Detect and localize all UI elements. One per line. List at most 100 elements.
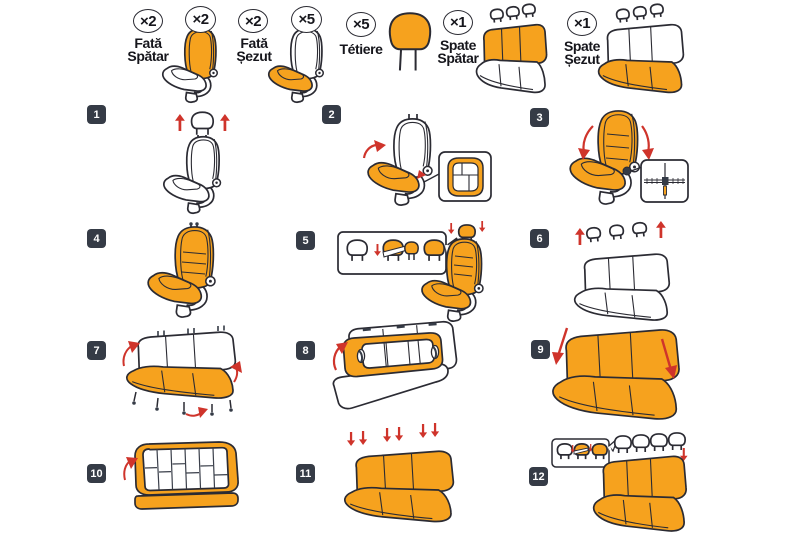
step-11-illustration xyxy=(343,423,455,523)
red-curved-arrow xyxy=(364,145,376,158)
front-seat-illustration xyxy=(268,28,324,103)
qty-text: ×5 xyxy=(352,16,370,33)
label-line: Fată xyxy=(240,35,268,51)
strap-hook-dots xyxy=(132,401,233,416)
rear-bench-illustration xyxy=(125,330,237,400)
step-12-illustration xyxy=(550,432,688,533)
step-3-illustration xyxy=(569,110,694,205)
step-5-illustration xyxy=(336,221,486,322)
step-number: 3 xyxy=(536,111,543,124)
step-7-illustration xyxy=(122,325,242,418)
red-up-arrow-icon xyxy=(220,114,230,131)
white-headrest-group xyxy=(615,3,665,24)
front-seat-illustration xyxy=(163,136,222,214)
legend-qty-badge-spate-spatar: ×1 xyxy=(443,10,473,35)
legend-qty-badge-fata-spatar: ×2 xyxy=(133,9,163,33)
cushion-straps xyxy=(134,392,231,412)
red-down-arrow-icon xyxy=(395,427,404,441)
step-number: 2 xyxy=(328,108,335,121)
headrest-back-view xyxy=(405,242,418,260)
rear-bench-illustration xyxy=(573,253,671,322)
step-4-badge: 4 xyxy=(87,229,106,248)
qty-text: ×1 xyxy=(573,15,591,32)
label-line: Spate xyxy=(439,37,477,53)
red-up-arrow-icon xyxy=(575,228,585,245)
headrest-icon xyxy=(649,433,668,452)
seat-count-badge-1: ×2 xyxy=(185,6,216,33)
step-6-illustration xyxy=(573,221,671,322)
legend-qty-badge-tetiere: ×5 xyxy=(346,12,376,37)
step-number: 4 xyxy=(93,232,100,245)
step-number: 8 xyxy=(302,344,309,357)
headrest-cover-illustration xyxy=(388,12,432,72)
headrest-icon xyxy=(505,5,521,22)
step-8-badge: 8 xyxy=(296,341,315,360)
rear-bench-illustration xyxy=(475,23,548,94)
strap-lines xyxy=(145,448,228,490)
headrest-icon xyxy=(608,223,625,241)
step-5-badge: 5 xyxy=(296,231,315,250)
red-down-arrow-icon xyxy=(479,221,486,232)
seat-count-badge-2: ×5 xyxy=(291,6,322,33)
step-12-badge: 12 xyxy=(529,467,548,486)
red-arrow-left xyxy=(558,328,567,356)
step-1-illustration xyxy=(163,111,230,214)
step-number: 6 xyxy=(536,232,543,245)
headrest-icon xyxy=(613,435,632,454)
headrest-icon xyxy=(489,8,505,24)
step-number: 7 xyxy=(93,344,100,357)
headrest-icon xyxy=(585,226,602,244)
rear-bench-illustration xyxy=(343,449,455,523)
label-line: Fată xyxy=(134,35,162,51)
rear-headrests xyxy=(613,432,686,454)
red-up-arrow-icon xyxy=(175,114,185,131)
front-seat-illustration xyxy=(147,226,216,318)
step-number: 5 xyxy=(302,234,309,247)
backrest-rear-view xyxy=(135,442,238,509)
front-seat-illustration xyxy=(162,28,218,103)
headrest-icon xyxy=(631,221,648,239)
step-9-badge: 9 xyxy=(531,340,550,359)
white-headrest-group xyxy=(489,3,537,24)
legend-qty-badge-spate-sezut: ×1 xyxy=(567,11,597,36)
headrest-icon xyxy=(190,111,215,136)
front-seat-illustration xyxy=(569,110,641,205)
label-line: Spate xyxy=(563,38,601,54)
legend-qty-badge-fata-sezut: ×2 xyxy=(238,9,268,33)
red-down-arrow-icon xyxy=(383,428,392,442)
red-arrows-down xyxy=(347,423,440,446)
step-4-illustration xyxy=(147,222,216,318)
step-number: 12 xyxy=(532,470,545,483)
headrest-cover-callout-box xyxy=(338,232,457,274)
step-number: 1 xyxy=(93,108,100,121)
step-7-badge: 7 xyxy=(87,341,106,360)
step-8-illustration xyxy=(326,322,476,417)
label-line: Șezut xyxy=(236,47,272,64)
step-10-illustration xyxy=(124,440,248,510)
red-up-arrow-icon xyxy=(656,221,666,238)
step-9-illustration xyxy=(551,326,681,421)
headrest-icon xyxy=(615,8,631,24)
headrest-icon xyxy=(649,3,665,19)
red-arrow xyxy=(417,170,426,179)
headrest-icon xyxy=(521,3,537,19)
legend-label-fata-sezut: Fată Șezut xyxy=(236,35,272,64)
strap-detail-callout-box xyxy=(641,160,688,202)
rear-bench-illustration xyxy=(597,23,685,94)
headrest-post-nubs xyxy=(158,325,224,336)
qty-text: ×5 xyxy=(298,11,315,28)
legend-label-spate-spatar: Spate Spătar xyxy=(437,37,479,66)
rear-bench-cushion-cover-illustration xyxy=(597,3,685,94)
front-seat-cushion-cover-illustration xyxy=(268,26,324,103)
legend-label-spate-sezut: Spate Șezut xyxy=(563,38,601,67)
red-down-arrow-icon xyxy=(359,431,368,445)
headrest-illustration xyxy=(388,12,432,72)
label-line: Spătar xyxy=(437,49,479,66)
front-seat-illustration xyxy=(367,118,433,206)
label-line: Șezut xyxy=(564,50,600,67)
headrest-icon xyxy=(667,432,686,451)
red-down-arrow-icon xyxy=(419,424,428,438)
rear-bench-illustration xyxy=(592,455,688,533)
label-line: Tétiere xyxy=(339,41,383,57)
